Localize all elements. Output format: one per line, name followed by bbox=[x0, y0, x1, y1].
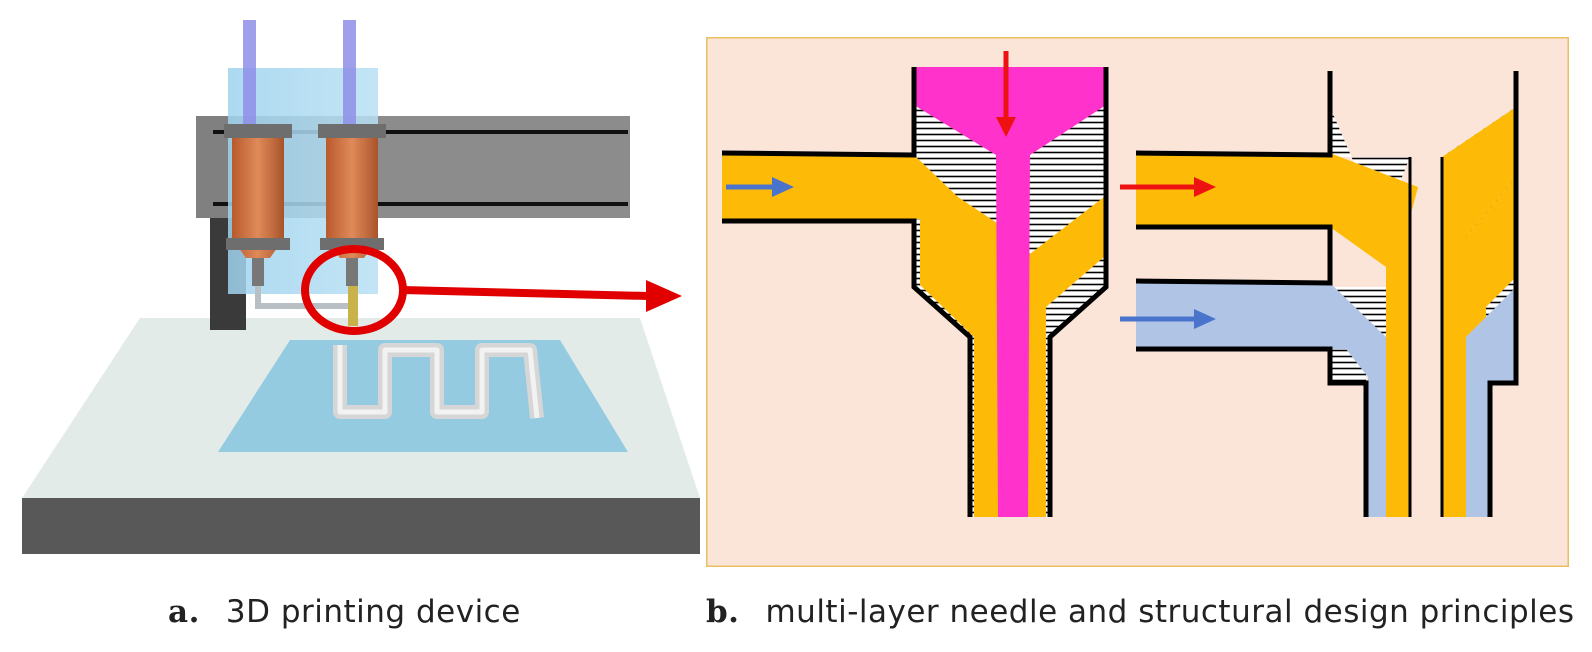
caption-a-text: 3D printing device bbox=[225, 594, 521, 630]
caption-a-letter: a. bbox=[168, 594, 200, 630]
printing-device-illustration bbox=[22, 20, 700, 554]
zoom-arrow-shaft bbox=[401, 286, 649, 300]
feed-tube-right bbox=[343, 20, 356, 125]
caption-b-letter: b. bbox=[706, 594, 740, 630]
zoom-arrow-head bbox=[646, 280, 682, 312]
syringe-right bbox=[318, 124, 386, 286]
caption-b: b. multi-layer needle and structural desi… bbox=[706, 594, 1575, 630]
right-needle bbox=[1120, 71, 1519, 517]
syringe-left bbox=[224, 124, 292, 286]
caption-b-text: multi-layer needle and structural design… bbox=[765, 594, 1575, 630]
caption-a: a. 3D printing device bbox=[168, 594, 521, 630]
feed-tube-left bbox=[243, 20, 256, 125]
needle-structure-diagram bbox=[706, 37, 1569, 567]
left-needle bbox=[721, 51, 1109, 517]
connector-pipe bbox=[255, 286, 348, 309]
coaxial-needle bbox=[348, 286, 358, 326]
